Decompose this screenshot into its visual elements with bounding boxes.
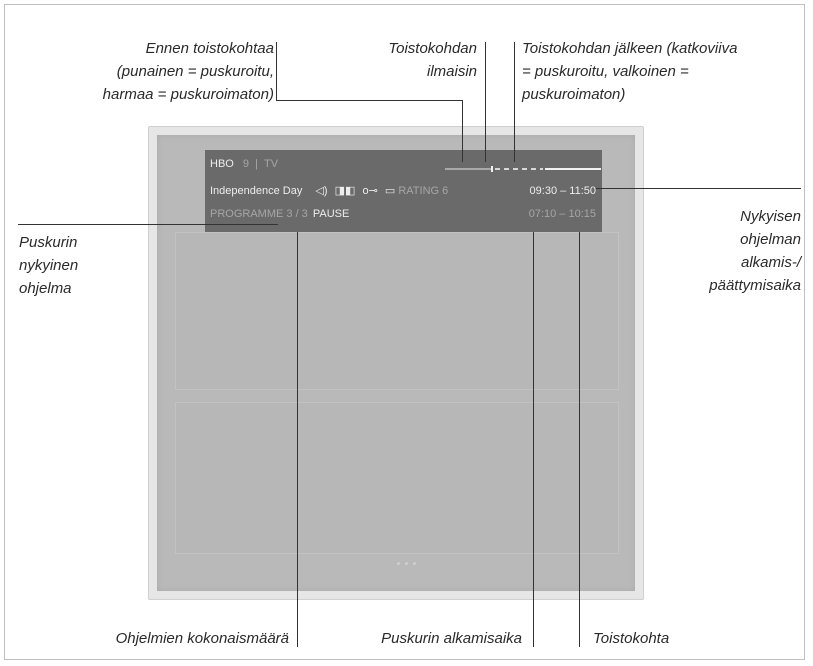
after-playback-unbuffered-bar bbox=[545, 168, 601, 170]
callout-buffer-start: Puskurin alkamisaika bbox=[381, 630, 522, 647]
osd-programme-row: Independence Day ◁) ◨◧ o⊸ ▭ RATING 6 09:… bbox=[210, 183, 596, 199]
callout-after-playback: Toistokohdan jälkeen (katkoviiva = pusku… bbox=[522, 40, 738, 103]
channel-number: 9 bbox=[242, 158, 250, 170]
tv-lower-panel bbox=[175, 402, 619, 554]
figure-frame bbox=[4, 4, 805, 660]
dual-audio-icon: ◨◧ bbox=[334, 185, 356, 197]
leader-line bbox=[514, 42, 515, 162]
pause-status: PAUSE bbox=[312, 208, 350, 220]
osd-buffer-row: PROGRAMME 3 / 3 PAUSE 07:10 – 10:15 bbox=[210, 206, 596, 222]
after-playback-dashed-bar bbox=[495, 168, 543, 170]
tv-indicator-dots bbox=[392, 562, 420, 566]
key-icon: o⊸ bbox=[362, 185, 378, 197]
osd-channel-row: HBO 9 | TV bbox=[210, 156, 601, 172]
callout-buffer-programme: Puskurin nykyinen ohjelma bbox=[19, 234, 79, 297]
leader-line bbox=[276, 42, 277, 100]
leader-line bbox=[297, 232, 298, 647]
leader-line bbox=[462, 100, 463, 162]
channel-name: HBO bbox=[210, 158, 234, 170]
before-playback-bar bbox=[445, 168, 491, 170]
leader-line bbox=[18, 224, 278, 225]
programme-time: 09:30 – 11:50 bbox=[529, 185, 596, 197]
callout-total-programmes: Ohjelmien kokonaismäärä bbox=[115, 630, 289, 647]
callout-indicator: Toistokohdan ilmaisin bbox=[388, 40, 477, 80]
callout-playback-point: Toistokohta bbox=[593, 630, 670, 647]
subtitle-icon: ▭ bbox=[384, 185, 396, 197]
rating-label: RATING 6 bbox=[398, 185, 449, 197]
speaker-icon: ◁) bbox=[315, 185, 328, 197]
tv-upper-panel bbox=[175, 232, 619, 390]
buffer-time: 07:10 – 10:15 bbox=[528, 208, 596, 220]
on-screen-display: HBO 9 | TV Independence Day ◁) ◨◧ o⊸ ▭ R… bbox=[205, 150, 602, 232]
leader-line bbox=[596, 188, 801, 189]
leader-line bbox=[533, 232, 534, 647]
leader-line bbox=[485, 42, 486, 162]
callout-before-playback: Ennen toistokohtaa (punainen = puskuroit… bbox=[102, 40, 274, 103]
leader-line bbox=[579, 232, 580, 647]
source-label: TV bbox=[264, 158, 279, 170]
channel-separator: | bbox=[255, 158, 258, 170]
leader-line bbox=[276, 100, 463, 101]
programme-counter: PROGRAMME 3 / 3 bbox=[210, 208, 308, 220]
programme-title: Independence Day bbox=[210, 185, 303, 197]
callout-current-programme-time: Nykyisen ohjelman alkamis-/ päättymisaik… bbox=[709, 208, 801, 294]
playback-indicator bbox=[491, 166, 493, 172]
